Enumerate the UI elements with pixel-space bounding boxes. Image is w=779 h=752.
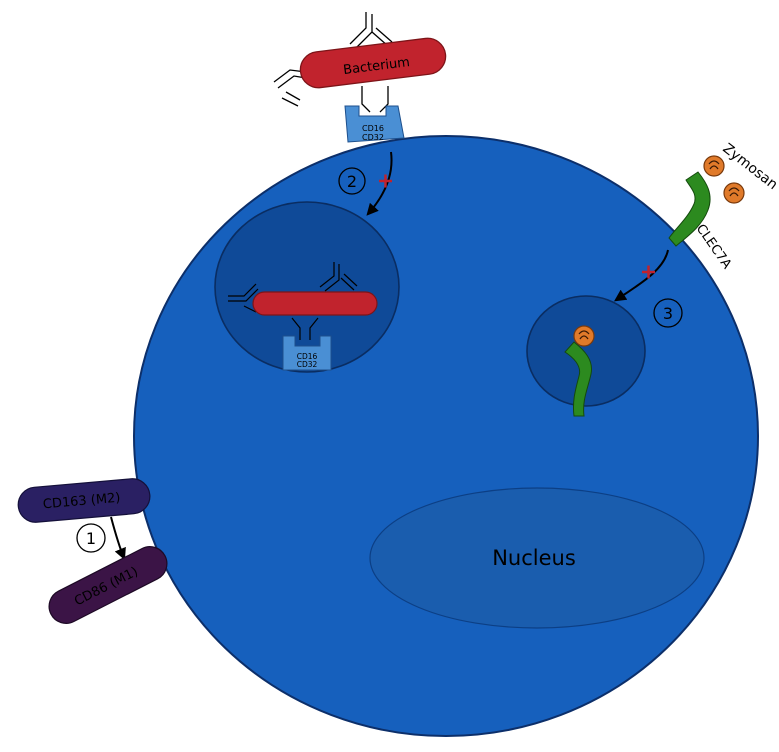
bacterium	[299, 37, 447, 89]
antibody-internal	[228, 262, 358, 340]
zymosan-particle	[723, 182, 745, 204]
step1-number: 1	[86, 529, 96, 548]
step1-arrow	[110, 516, 126, 561]
antibody-bottom	[361, 86, 389, 113]
bacterium-group: Bacterium CD16 CD32	[273, 12, 447, 143]
clec7a-internal	[564, 341, 593, 417]
step3-number: 3	[663, 304, 673, 323]
zymosan-particle	[703, 155, 725, 177]
fc-receptor-internal	[282, 335, 332, 371]
cd86-marker	[48, 546, 168, 624]
step1-circle	[76, 523, 106, 553]
antibody-top	[349, 12, 393, 49]
zymosan-internal	[573, 325, 595, 347]
cd163-label: CD163 (M2)	[42, 491, 121, 513]
receptor-label-line1: CD16	[362, 124, 384, 133]
macrophage-cell	[133, 135, 759, 737]
receptor-internal-label-line2: CD32	[297, 360, 318, 369]
nucleus-label: Nucleus	[492, 546, 576, 570]
step2-number: 2	[347, 172, 357, 191]
receptor-label-line2: CD32	[362, 133, 384, 142]
step2-circle	[338, 167, 366, 195]
step3-block-mark	[642, 265, 655, 279]
bacterium-internalized	[252, 291, 378, 316]
cd163-marker	[17, 478, 151, 523]
step2-block-mark	[379, 174, 392, 188]
clec7a-surface	[668, 171, 711, 247]
phagosome-bacterium	[214, 201, 400, 373]
step3-circle	[653, 298, 683, 328]
phagosome-zymosan	[526, 295, 646, 407]
fc-receptor-surface	[344, 105, 405, 143]
nucleus	[369, 487, 705, 629]
receptor-internal-label-line1: CD16	[297, 352, 318, 361]
